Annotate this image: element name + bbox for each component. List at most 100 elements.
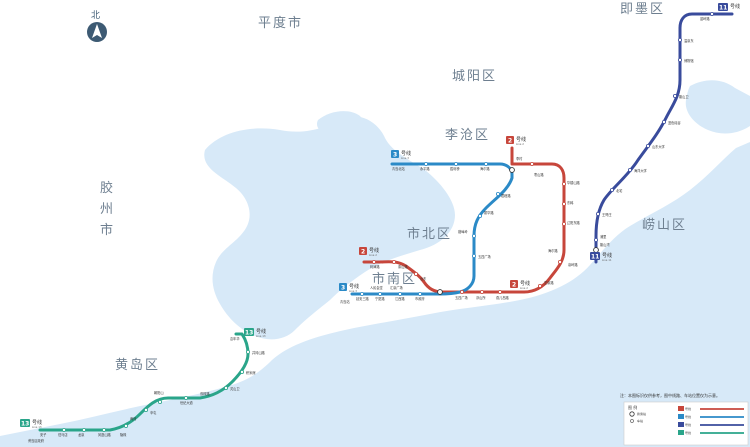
line-11-badge-bottom: 11 号线 Line 11 xyxy=(590,252,612,262)
station-label: 枣山路 xyxy=(534,172,544,177)
line-11-legend-swatch xyxy=(678,422,684,427)
line-13-legend-swatch xyxy=(678,430,684,435)
svg-text:2: 2 xyxy=(361,249,365,256)
line-2-legend-swatch xyxy=(678,406,684,411)
district-jiaozhou-3: 市 xyxy=(100,222,115,238)
district-laoshan: 崂山区 xyxy=(642,218,687,233)
legend-label: 号线 xyxy=(685,406,691,411)
station-label: 鳌山湾 xyxy=(600,242,610,247)
station-label: 宁夏路 xyxy=(375,296,385,301)
station-label: 海洋大学 xyxy=(634,168,647,173)
svg-text:2: 2 xyxy=(508,138,512,145)
station-label: 东韩 xyxy=(567,200,574,205)
svg-text:13: 13 xyxy=(21,421,29,428)
line-3-legend-swatch xyxy=(678,414,684,419)
sea-area xyxy=(0,80,750,447)
legend-label: 号线 xyxy=(685,414,691,419)
station-label: 延安三路 xyxy=(356,296,370,301)
line-13-station-labels: 嘉年华 井冈山路 积米崖 灵山卫 双珠路 世纪大道 朝阳山 辛屯 两河 隐珠 凤… xyxy=(28,336,266,443)
svg-text:号线: 号线 xyxy=(730,3,740,10)
svg-text:Line 11: Line 11 xyxy=(602,258,612,262)
line-2-badge-bottom: 2 号线 Line 2 xyxy=(510,280,530,290)
line-3-station-labels: 青岛北站 永平路 胜利桥 海尔路 君峰路 振华路 错埠岭 五四广场 市政府 江西… xyxy=(340,166,511,304)
svg-text:Line 2: Line 2 xyxy=(516,142,524,146)
station-label: 青岛北站 xyxy=(392,166,406,171)
svg-text:号线: 号线 xyxy=(369,247,379,254)
station-label: 五四广场 xyxy=(478,254,491,259)
district-huangdao: 黄岛区 xyxy=(115,357,160,373)
svg-text:3: 3 xyxy=(341,285,345,292)
station-label: 胜利桥 xyxy=(450,166,460,171)
legend-title: 图 例 xyxy=(628,404,637,410)
station-label: 人民会堂 xyxy=(370,285,383,290)
line-11-badge-top: 11 号线 xyxy=(718,3,740,12)
station-label: 汇泉广场 xyxy=(390,285,403,290)
svg-text:Line 2: Line 2 xyxy=(369,253,377,257)
station-label: 朝阳山 xyxy=(154,390,164,395)
line-13-badge-bottom: 13 号线 Line 13 xyxy=(20,419,42,429)
svg-text:11: 11 xyxy=(719,5,727,12)
line-11-track xyxy=(594,12,734,264)
compass: 北 xyxy=(87,10,107,42)
svg-text:13: 13 xyxy=(245,330,253,337)
station-label: 江西路 xyxy=(395,296,405,301)
station-label: 两河 xyxy=(130,416,137,421)
station-label: 隐珠 xyxy=(120,432,127,437)
legend: 图 例 换乘站 车站 号线 号线 号线 号线 xyxy=(623,401,749,446)
station-label: 鳌山卫 xyxy=(679,94,689,99)
svg-text:Line 3: Line 3 xyxy=(349,289,357,293)
south-sea xyxy=(0,142,750,447)
district-shibei: 市北区 xyxy=(407,226,452,242)
station-label: 温泉东 xyxy=(684,38,694,43)
line-2-badge-mid: 2 号线 Line 2 xyxy=(359,247,379,257)
station-label: 驻马店 xyxy=(58,432,68,437)
legend-label: 号线 xyxy=(685,422,691,427)
station-label: 青岛站 xyxy=(340,299,350,304)
station-label: 积米崖 xyxy=(246,370,256,375)
station-label: 海尔路 xyxy=(548,248,558,253)
station-label: 凤凰山路 xyxy=(98,432,112,437)
bay-inlet xyxy=(316,111,364,139)
north-label: 北 xyxy=(91,10,100,21)
line-3-badge-top: 3 号线 Line 3 xyxy=(391,150,411,160)
station-label: 错埠岭 xyxy=(458,229,468,234)
station-label: 市政府 xyxy=(415,296,425,301)
station-label: 蓝色硅谷 xyxy=(668,120,682,125)
transfer-station-icon xyxy=(629,411,635,417)
line-2-badge-top: 2 号线 Line 2 xyxy=(506,136,526,146)
legend-label: 号线 xyxy=(685,430,691,435)
station-label: 浮山所 xyxy=(476,295,486,300)
laoshan-bay xyxy=(685,80,750,134)
legend-label: 车站 xyxy=(637,418,643,423)
legend-label: 换乘站 xyxy=(637,411,646,416)
station-label: 辛屯 xyxy=(150,410,157,415)
district-jiaozhou-2: 州 xyxy=(100,202,115,217)
svg-text:号线: 号线 xyxy=(349,283,359,290)
station-label: 双珠路 xyxy=(200,391,210,396)
station-label: 黄岛区政府 xyxy=(28,438,45,443)
station-label: 灵山卫 xyxy=(230,386,240,391)
svg-text:Line 13: Line 13 xyxy=(32,425,42,429)
station-label: 台东 xyxy=(420,276,426,281)
district-shinan: 市南区 xyxy=(372,271,417,287)
map-note: 注：本图标识仅供参考，图中线路、车站位置仅为示意。 xyxy=(620,392,720,398)
svg-text:号线: 号线 xyxy=(256,328,266,335)
svg-text:号线: 号线 xyxy=(520,280,530,287)
station-label: 苗岭路 xyxy=(700,16,710,21)
svg-text:号线: 号线 xyxy=(516,136,526,143)
station-label: 芝泉路 xyxy=(544,280,554,285)
station-label: 君峰路 xyxy=(501,193,511,198)
line-2-station-labels: 李村 枣山路 华楼山路 东韩 辽阳东路 海尔路 泉岭路 芝泉路 燕儿岛路 浮山所… xyxy=(370,156,581,300)
station-label: 辽阳东路 xyxy=(567,220,581,225)
station-label: 北宅 xyxy=(616,188,622,193)
station-label: 井冈山路 xyxy=(252,350,266,355)
station-label: 海尔路 xyxy=(480,166,490,171)
svg-text:号线: 号线 xyxy=(602,252,612,259)
svg-text:11: 11 xyxy=(591,254,599,261)
station-label: 世纪大道 xyxy=(180,400,194,405)
line-2-track xyxy=(362,146,566,294)
station-label: 华楼山路 xyxy=(567,180,581,185)
district-jiaozhou-1: 胶 xyxy=(100,180,115,196)
station-label: 燕儿岛路 xyxy=(496,295,510,300)
